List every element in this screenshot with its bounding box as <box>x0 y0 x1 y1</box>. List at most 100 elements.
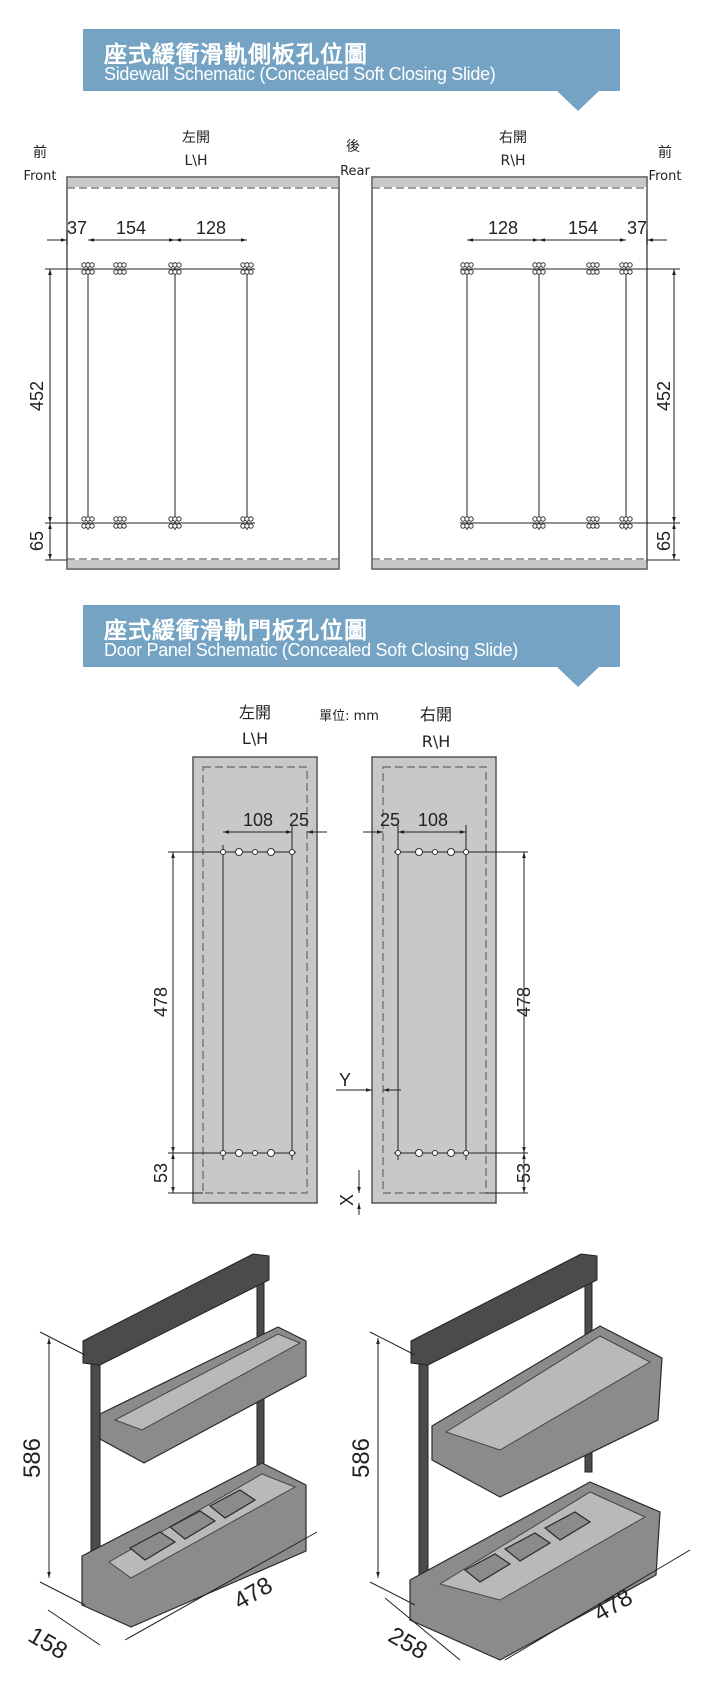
sidewall-title-en: Sidewall Schematic (Concealed Soft Closi… <box>104 64 496 84</box>
mounting-hole <box>540 269 546 275</box>
left-door-panel <box>168 756 327 1204</box>
door-title-zh: 座式緩衝滑軌門板孔位圖 <box>104 618 368 644</box>
rear-label-en: Rear <box>340 164 370 179</box>
mounting-hole <box>252 849 258 855</box>
right-hand-label-en: R\H <box>501 153 526 169</box>
mounting-hole <box>289 1150 295 1156</box>
door-banner: 座式緩衝滑軌門板孔位圖 Door Panel Schematic (Concea… <box>83 605 620 687</box>
mounting-hole <box>415 1149 423 1157</box>
hole-pattern <box>395 848 469 1157</box>
mounting-hole <box>463 1150 469 1156</box>
hole-pattern <box>220 848 295 1157</box>
front-label-en: Front <box>24 169 57 184</box>
dim-53: 53 <box>151 1163 171 1183</box>
dim-108: 108 <box>243 810 273 830</box>
mounting-hole <box>267 848 275 856</box>
hole-pattern <box>460 262 633 529</box>
left-hand-label-zh: 左開 <box>182 130 210 146</box>
dim-65: 65 <box>27 531 47 551</box>
product-left-illustration <box>39 1253 318 1646</box>
mounting-hole <box>89 269 95 275</box>
right-sidewall-panel <box>371 176 680 570</box>
dim-128: 128 <box>488 218 518 238</box>
mounting-hole <box>235 1149 243 1157</box>
mounting-hole <box>248 516 254 522</box>
depth-158: 158 <box>24 1622 72 1665</box>
mounting-hole <box>627 269 633 275</box>
right-hand-label-en: R\H <box>422 732 451 751</box>
mounting-hole <box>468 523 474 529</box>
mounting-hole <box>594 262 600 268</box>
height-586: 586 <box>19 1438 46 1478</box>
mounting-hole <box>252 1150 258 1156</box>
mounting-hole <box>468 269 474 275</box>
dim-478: 478 <box>151 987 171 1017</box>
mounting-hole <box>89 523 95 529</box>
dim-478: 478 <box>514 987 534 1017</box>
left-hand-label-zh: 左開 <box>239 703 271 722</box>
mounting-hole <box>468 262 474 268</box>
dim-452: 452 <box>27 381 47 411</box>
mounting-hole <box>121 269 127 275</box>
unit-label: 單位: mm <box>319 709 379 724</box>
mounting-hole <box>248 523 254 529</box>
sidewall-title-zh: 座式緩衝滑軌側板孔位圖 <box>104 42 368 68</box>
dim-25: 25 <box>289 810 309 830</box>
banner-pointer <box>556 90 600 111</box>
mounting-hole <box>121 262 127 268</box>
mounting-hole <box>89 516 95 522</box>
mounting-hole <box>447 1149 455 1157</box>
right-door-panel <box>336 756 528 1215</box>
front-label-zh: 前 <box>658 144 672 161</box>
dim-y: Y <box>339 1070 351 1090</box>
dim-37: 37 <box>627 218 647 238</box>
mounting-hole <box>447 848 455 856</box>
dim-128: 128 <box>196 218 226 238</box>
right-hand-label-zh: 右開 <box>499 130 527 146</box>
product-right-illustration <box>369 1253 691 1661</box>
mounting-hole <box>468 516 474 522</box>
mounting-hole <box>395 849 401 855</box>
dim-154: 154 <box>116 218 146 238</box>
dim-65: 65 <box>654 531 674 551</box>
dim-53: 53 <box>514 1163 534 1183</box>
left-hand-label-en: L\H <box>184 153 207 169</box>
rear-label-zh: 後 <box>346 139 360 155</box>
mounting-hole <box>176 269 182 275</box>
mounting-hole <box>594 523 600 529</box>
mounting-hole <box>248 269 254 275</box>
mounting-hole <box>594 516 600 522</box>
mounting-hole <box>395 1150 401 1156</box>
dim-452: 452 <box>654 381 674 411</box>
mounting-hole <box>540 523 546 529</box>
mounting-hole <box>463 849 469 855</box>
dim-x: X <box>337 1194 357 1206</box>
dim-154: 154 <box>568 218 598 238</box>
mounting-hole <box>432 1150 438 1156</box>
mounting-hole <box>540 262 546 268</box>
left-hand-label-en: L\H <box>242 729 268 748</box>
mounting-hole <box>235 848 243 856</box>
mounting-hole <box>121 516 127 522</box>
mounting-hole <box>627 523 633 529</box>
hole-pattern <box>81 262 254 529</box>
dim-25: 25 <box>380 810 400 830</box>
mounting-hole <box>220 849 226 855</box>
depth-258: 258 <box>384 1622 432 1665</box>
mounting-hole <box>267 1149 275 1157</box>
mounting-hole <box>627 262 633 268</box>
banner-pointer <box>556 666 600 687</box>
mounting-hole <box>176 523 182 529</box>
mounting-hole <box>540 516 546 522</box>
dim-108: 108 <box>418 810 448 830</box>
mounting-hole <box>89 262 95 268</box>
front-label-zh: 前 <box>33 144 47 161</box>
front-label-en: Front <box>649 169 682 184</box>
mounting-hole <box>594 269 600 275</box>
sidewall-banner: 座式緩衝滑軌側板孔位圖 Sidewall Schematic (Conceale… <box>83 29 620 111</box>
mounting-hole <box>248 262 254 268</box>
height-586: 586 <box>348 1438 375 1478</box>
door-title-en: Door Panel Schematic (Concealed Soft Clo… <box>104 640 518 660</box>
mounting-hole <box>176 516 182 522</box>
dim-37: 37 <box>67 218 87 238</box>
